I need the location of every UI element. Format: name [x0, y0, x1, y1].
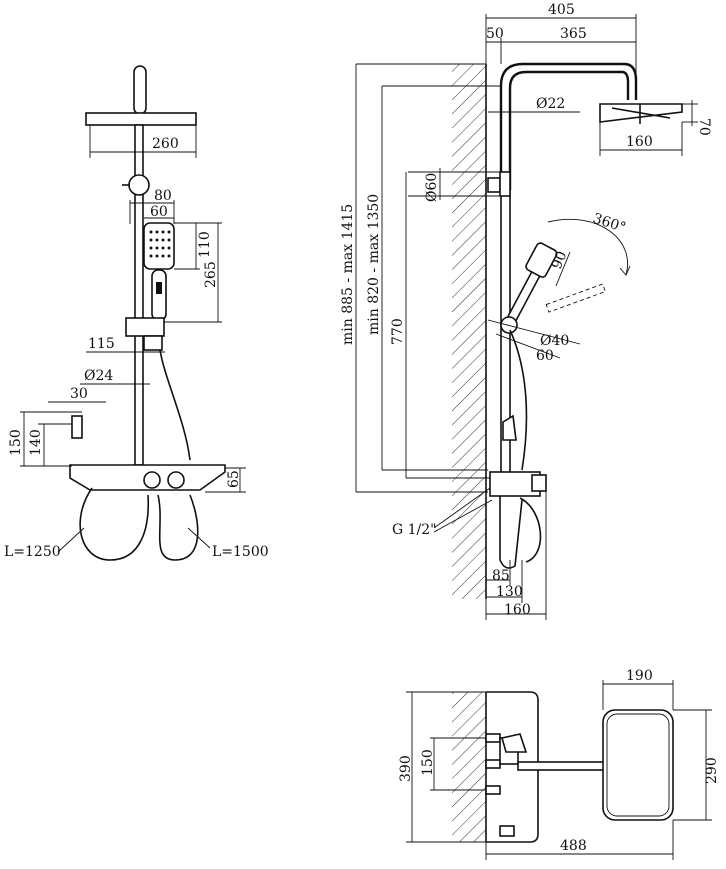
dim-front-65: 65 [205, 467, 246, 493]
dimension-label: 50 [486, 26, 504, 42]
dimension-label: 60 [150, 204, 168, 220]
dim-side-360: 360° [591, 211, 628, 237]
side-handshower [503, 242, 558, 329]
dim-side-o60: Ø60 [408, 168, 500, 202]
dim-side-90: 90 [549, 249, 571, 272]
dimension-label: 65 [226, 470, 242, 488]
dimension-label: 488 [560, 838, 587, 854]
dimension-label: min 820 - max 1350 [366, 194, 382, 335]
dimension-label: 150 [8, 429, 24, 456]
diverter-knob [128, 174, 150, 196]
dimension-label: Ø40 [540, 333, 569, 349]
dim-front-115: 115 [86, 336, 165, 353]
dimension-label: 70 [696, 118, 712, 136]
dimension-label: 390 [398, 755, 414, 782]
dimension-label: 190 [626, 668, 653, 684]
wall-bracket-upper [487, 177, 501, 193]
dimension-label: 290 [704, 757, 720, 784]
rain-head-front [85, 112, 197, 126]
dim-top-150: 150 [420, 737, 486, 791]
dim-side-thread: G 1/2" [392, 487, 493, 538]
wall-hatch-side [452, 64, 486, 599]
dimension-label: 770 [390, 318, 406, 345]
dimension-label: Ø60 [424, 173, 440, 202]
dimension-label: 130 [496, 584, 523, 600]
handshower-head-front [143, 222, 175, 270]
dimension-label: 150 [420, 749, 436, 776]
dim-front-o24: Ø24 [80, 368, 150, 385]
side-view: 405 50 365 Ø22 70 160 Ø60 [340, 2, 712, 620]
shower-arm-top [133, 65, 147, 115]
dim-side-o22: Ø22 [488, 96, 580, 113]
dimension-label: 80 [154, 188, 172, 204]
dim-front-150-140: 150 140 [8, 411, 82, 467]
dimension-label: 160 [626, 134, 653, 150]
wall-hatch-top [452, 692, 486, 842]
dimension-label: G 1/2" [392, 522, 437, 538]
dimension-label: 110 [197, 231, 213, 258]
dimension-label: 260 [152, 136, 179, 152]
dim-side-top: 405 50 365 [485, 2, 637, 100]
dimension-label: L=1500 [212, 544, 269, 560]
dim-side-ranges: min 885 - max 1415 min 820 - max 1350 [340, 63, 500, 493]
spout [71, 415, 83, 439]
dim-top-390: 390 [398, 691, 486, 843]
dimension-label: 265 [203, 261, 219, 288]
dim-top-190: 190 [602, 668, 674, 710]
handshower-grip-front [151, 269, 167, 321]
slider-holder [125, 317, 165, 337]
dim-side-160-head: 160 [599, 122, 683, 156]
dim-front-110-265: 110 265 [164, 222, 222, 323]
dimension-label: 405 [548, 2, 575, 18]
front-view: 260 80 60 110 265 115 Ø24 [4, 65, 269, 561]
dim-front-80-60: 80 60 [129, 188, 175, 224]
dimension-label: 140 [28, 429, 44, 456]
rotation-arc [547, 218, 628, 276]
dimension-label: 60 [536, 348, 554, 364]
side-holder [500, 316, 518, 334]
hose-labels: L=1250 L=1500 [4, 527, 269, 560]
dim-top-488: 488 [485, 820, 674, 860]
dim-side-70: 70 [682, 100, 712, 136]
dimension-label: 365 [560, 26, 587, 42]
dimension-label: Ø24 [84, 368, 113, 384]
dim-top-290: 290 [673, 709, 720, 821]
top-view: 190 290 390 150 488 [398, 668, 720, 860]
dimension-label: L=1250 [4, 544, 61, 560]
dimension-label: 115 [88, 336, 115, 352]
top-rain-head [602, 709, 674, 821]
dim-side-o40-60: Ø40 60 [487, 319, 581, 364]
dimension-label: min 885 - max 1415 [340, 204, 356, 345]
dim-side-770: 770 [390, 172, 490, 479]
dim-front-260: 260 [89, 125, 197, 158]
dimension-label: 85 [492, 568, 510, 584]
side-shower-arm [499, 62, 638, 190]
dim-side-bottom: 85 130 160 [485, 490, 547, 620]
dimension-label: 160 [504, 602, 531, 618]
dimension-label: Ø22 [536, 96, 565, 112]
dim-front-30: 30 [48, 386, 106, 403]
dimension-label: 30 [70, 386, 88, 402]
